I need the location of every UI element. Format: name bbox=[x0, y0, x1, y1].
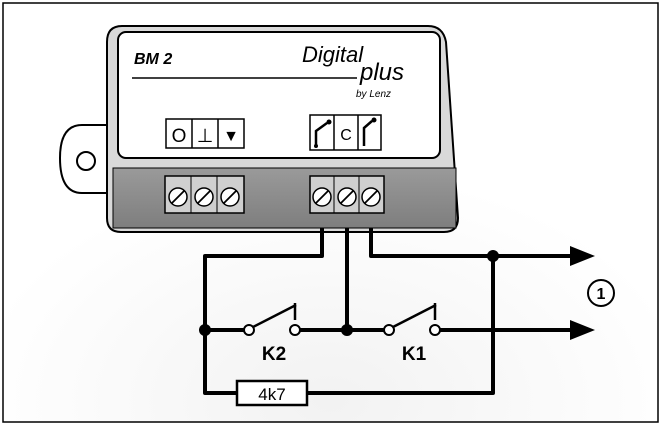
junction-dot bbox=[487, 250, 499, 262]
switch-k2-label: K2 bbox=[262, 344, 286, 365]
switch-k2 bbox=[243, 303, 301, 336]
resistor bbox=[235, 379, 309, 407]
junction-dot bbox=[199, 324, 211, 336]
arrow-right-icon bbox=[570, 246, 595, 266]
junction-dot bbox=[341, 324, 353, 336]
wire-resistor-return bbox=[307, 256, 495, 395]
terminal-screw bbox=[337, 187, 357, 207]
switch-contact-icon bbox=[362, 117, 377, 146]
arrow-right-icon bbox=[570, 320, 595, 340]
symbol-ground: ⊥ bbox=[197, 126, 214, 147]
terminal-screw bbox=[312, 187, 332, 207]
symbol-panel-left: O ⊥ ▼ bbox=[165, 118, 245, 149]
brand-top: Digital bbox=[302, 42, 364, 67]
wire-left-loop bbox=[203, 228, 324, 395]
terminal-screw bbox=[168, 187, 188, 207]
brand-bottom: plus bbox=[359, 59, 404, 86]
model-label: BM 2 bbox=[134, 51, 172, 68]
terminal-screw bbox=[194, 187, 214, 207]
symbol-panel-right: C bbox=[309, 114, 382, 151]
resistor-label: 4k7 bbox=[258, 385, 285, 404]
terminal-screw bbox=[361, 187, 381, 207]
terminal-screw bbox=[220, 187, 240, 207]
maker-label: by Lenz bbox=[356, 89, 391, 100]
symbol-common: C bbox=[340, 127, 352, 144]
symbol-down-triangle: ▼ bbox=[223, 128, 239, 145]
switch-k1-label: K1 bbox=[402, 344, 427, 365]
symbol-o: O bbox=[172, 126, 187, 147]
output-marker: 1 bbox=[587, 279, 615, 307]
output-marker-label: 1 bbox=[597, 286, 606, 303]
wiring bbox=[203, 228, 572, 395]
switch-k1 bbox=[383, 303, 441, 336]
switch-open-icon bbox=[314, 119, 332, 148]
mounting-hole bbox=[76, 151, 96, 171]
terminal-block-left bbox=[164, 175, 245, 214]
bm2-module: BM 2 Digital plus by Lenz O ⊥ ▼ C bbox=[106, 25, 460, 233]
terminal-block-right bbox=[309, 175, 385, 214]
wire-output-top bbox=[369, 228, 572, 258]
